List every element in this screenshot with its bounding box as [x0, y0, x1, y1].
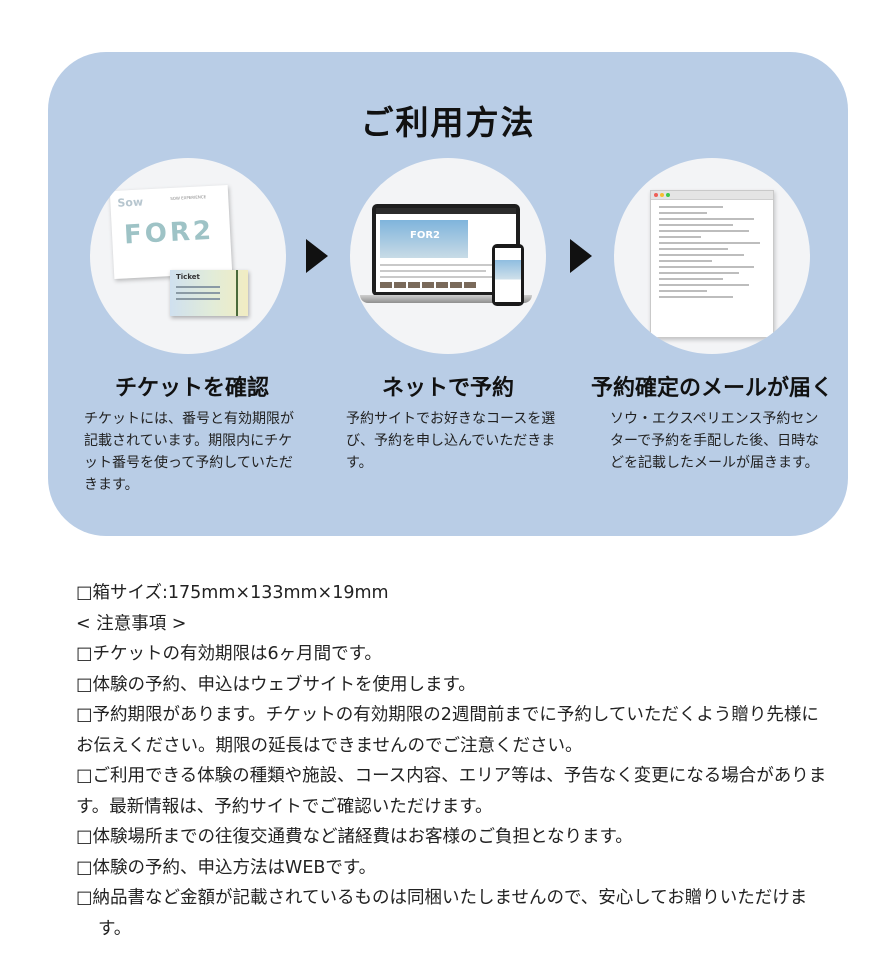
usage-panel: ご利用方法 Sow SOW EXPERIENCE FOR2 Ticket チケッ… [48, 52, 848, 536]
step-2-title: ネットで予約 [381, 376, 514, 401]
arrow-right-icon [306, 239, 328, 273]
note-caution-heading: < 注意事項 > [76, 613, 187, 634]
ticket-stub [236, 270, 238, 316]
ticket-lines [176, 286, 220, 304]
step-1-illustration: Sow SOW EXPERIENCE FOR2 Ticket [90, 158, 286, 354]
note-reservation-deadline: □予約期限があります。チケットの有効期限の2週間前までに予約していただくよう贈り… [76, 705, 819, 756]
site-hero-text: FOR2 [410, 230, 440, 241]
step-1-title: チケットを確認 [114, 376, 269, 401]
laptop-base [360, 295, 532, 303]
step-2-illustration: FOR2 [350, 158, 546, 354]
box-meta: SOW EXPERIENCE [170, 194, 207, 201]
smartphone-image [492, 244, 524, 306]
box-product-name: FOR2 [123, 215, 215, 251]
box-brand: Sow [117, 195, 144, 210]
email-window-image [650, 190, 774, 338]
step-3-illustration [614, 158, 810, 354]
note-validity: □チケットの有効期限は6ヶ月間です。 [76, 644, 382, 664]
panel-title: ご利用方法 [360, 103, 536, 142]
note-subject-to-change: □ご利用できる体験の種類や施設、コース内容、エリア等は、予告なく変更になる場合が… [76, 766, 827, 817]
note-reservation-method: □体験の予約、申込方法はWEBです。 [76, 857, 377, 878]
note-travel-expenses: □体験場所までの往復交通費など諸経費はお客様のご負担となります。 [76, 827, 633, 847]
email-text-lines [651, 200, 773, 308]
site-hero-image: FOR2 [380, 220, 468, 258]
step-2-description: 予約サイトでお好きなコースを選び、予約を申し込んでいただきます。 [346, 411, 556, 471]
ticket-label: Ticket [176, 273, 200, 281]
note-box-size: □箱サイズ:175mm×133mm×19mm [76, 583, 389, 603]
email-titlebar [651, 191, 773, 200]
site-text-lines [380, 264, 512, 282]
notes-section: □箱サイズ:175mm×133mm×19mm < 注意事項 > □チケットの有効… [76, 578, 836, 944]
note-reservation-web: □体験の予約、申込はウェブサイトを使用します。 [76, 674, 476, 695]
site-thumbnails [380, 282, 476, 288]
step-3-title: 予約確定のメールが届く [590, 376, 833, 401]
ticket-image: Ticket [170, 270, 248, 316]
note-invoice: □納品書など金額が記載されているものは同梱いたしませんので、安心してお贈りいただ… [76, 888, 808, 939]
gift-box-image: Sow SOW EXPERIENCE FOR2 [109, 184, 233, 280]
step-3-description: ソウ・エクスペリエンス予約センターで予約を手配した後、日時などを記載したメールが… [610, 411, 820, 471]
step-1-description: チケットには、番号と有効期限が記載されています。期限内にチケット番号を使って予約… [84, 411, 294, 493]
site-header-bar [376, 208, 516, 214]
arrow-right-icon [570, 239, 592, 273]
